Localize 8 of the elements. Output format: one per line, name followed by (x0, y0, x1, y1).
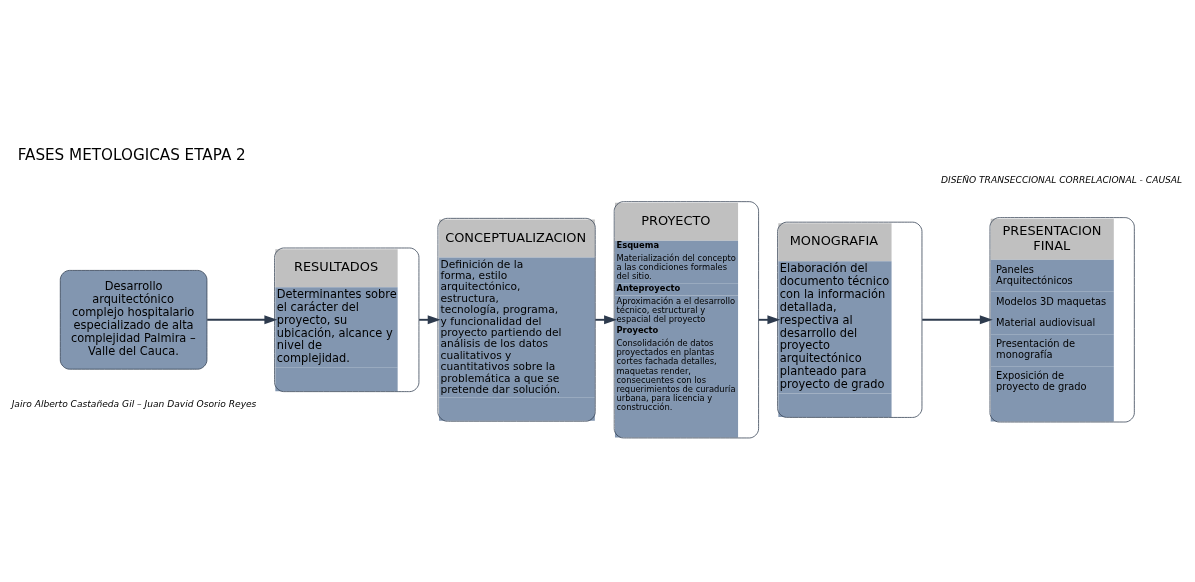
diagram-title: FASES METOLOGICAS ETAPA 2 (17, 145, 246, 164)
arrow (206, 314, 278, 324)
arrow (418, 314, 441, 324)
label: DISEÑO TRANSECCIONAL CORRELACIONAL - CAUSAL (940, 174, 1183, 185)
caption: Jairo Alberto Castañeda Gil – Juan David Osorio Reyes (11, 398, 257, 408)
node-box: Desarrollo arquitectónico complejo hospitalario especializado de alta complejidad Palmira – Valle del Cauca. (59, 269, 208, 370)
arrow (921, 314, 993, 324)
arrow (594, 314, 618, 324)
